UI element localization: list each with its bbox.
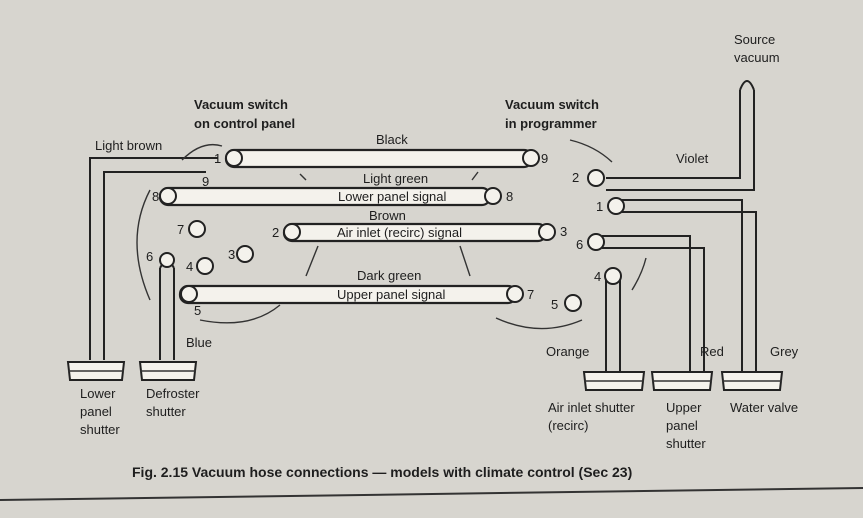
- port-right-2: [587, 169, 605, 187]
- source-vacuum-hose: [606, 80, 755, 191]
- label-air-inlet-shutter-1: Air inlet shutter: [548, 400, 635, 415]
- port-num-left-5: 5: [194, 303, 201, 318]
- label-switch-programmer-2: in programmer: [505, 116, 597, 131]
- port-num-right-4: 4: [594, 269, 601, 284]
- label-lower-panel-signal: Lower panel signal: [338, 189, 447, 204]
- port-right-4: [604, 267, 622, 285]
- port-num-left-1: 1: [214, 151, 221, 166]
- figure-caption: Fig. 2.15 Vacuum hose connections — mode…: [132, 464, 632, 480]
- label-upper-panel-shutter-2: panel: [666, 418, 698, 433]
- label-grey: Grey: [770, 344, 799, 359]
- port-numbers: 1 9 8 7 6 4 3 2 5 9 2 8 1 3 6 4 7 5: [146, 151, 603, 318]
- label-dark-green: Dark green: [357, 268, 421, 283]
- label-air-inlet-signal: Air inlet (recirc) signal: [337, 225, 462, 240]
- port-num-right-3: 3: [560, 224, 567, 239]
- label-water-valve: Water valve: [730, 400, 798, 415]
- port-num-left-6: 6: [146, 249, 153, 264]
- label-black: Black: [376, 132, 408, 147]
- port-num-left-9: 9: [202, 174, 209, 189]
- label-violet: Violet: [676, 151, 709, 166]
- label-switch-control-1: Vacuum switch: [194, 97, 288, 112]
- port-right-1: [607, 197, 625, 215]
- label-light-brown: Light brown: [95, 138, 162, 153]
- defroster-shutter-actuator: [138, 361, 198, 381]
- port-right-6: [587, 233, 605, 251]
- air-inlet-shutter-actuator: [582, 371, 646, 391]
- port-left-5: [180, 285, 198, 303]
- label-defroster-shutter-2: shutter: [146, 404, 186, 419]
- port-num-left-3: 3: [228, 247, 235, 262]
- port-left-4: [196, 257, 214, 275]
- caption-rule: [0, 487, 863, 501]
- port-num-left-4: 4: [186, 259, 193, 274]
- label-lower-panel-shutter-2: panel: [80, 404, 112, 419]
- label-orange: Orange: [546, 344, 589, 359]
- label-blue: Blue: [186, 335, 212, 350]
- port-num-right-7: 7: [527, 287, 534, 302]
- port-right-9: [522, 149, 540, 167]
- port-num-right-1: 1: [596, 199, 603, 214]
- port-left-1: [225, 149, 243, 167]
- upper-panel-shutter-actuator: [650, 371, 714, 391]
- port-num-left-8: 8: [152, 189, 159, 204]
- port-left-6: [159, 252, 175, 268]
- right-switch-ports: [484, 149, 625, 312]
- port-right-5: [564, 294, 582, 312]
- orange-hose: [605, 278, 621, 372]
- water-valve-actuator: [720, 371, 784, 391]
- port-right-7: [506, 285, 524, 303]
- label-upper-panel-shutter-1: Upper: [666, 400, 702, 415]
- label-switch-programmer-1: Vacuum switch: [505, 97, 599, 112]
- label-air-inlet-shutter-2: (recirc): [548, 418, 588, 433]
- label-defroster-shutter-1: Defroster: [146, 386, 200, 401]
- port-left-8: [159, 187, 177, 205]
- label-source-vacuum-2: vacuum: [734, 50, 780, 65]
- lower-panel-shutter-actuator: [66, 361, 126, 381]
- left-switch-ports: [159, 149, 301, 303]
- red-hose: [602, 235, 705, 372]
- port-num-right-2: 2: [572, 170, 579, 185]
- label-source-vacuum-1: Source: [734, 32, 775, 47]
- defroster-hose: [159, 260, 175, 360]
- label-red: Red: [700, 344, 724, 359]
- port-right-8: [484, 187, 502, 205]
- label-brown: Brown: [369, 208, 406, 223]
- black-hose: [224, 148, 534, 169]
- label-lower-panel-shutter-1: Lower: [80, 386, 116, 401]
- port-num-right-5: 5: [551, 297, 558, 312]
- port-num-left-7: 7: [177, 222, 184, 237]
- port-num-left-2: 2: [272, 225, 279, 240]
- label-lower-panel-shutter-3: shutter: [80, 422, 120, 437]
- light-brown-hose: [89, 157, 218, 360]
- label-upper-panel-shutter-3: shutter: [666, 436, 706, 451]
- switch-outline-arcs: [136, 139, 647, 330]
- port-left-3: [236, 245, 254, 263]
- port-left-7: [188, 220, 206, 238]
- label-light-green: Light green: [363, 171, 428, 186]
- port-left-2: [283, 223, 301, 241]
- port-num-right-6: 6: [576, 237, 583, 252]
- port-num-right-9: 9: [541, 151, 548, 166]
- port-num-right-8: 8: [506, 189, 513, 204]
- label-upper-panel-signal: Upper panel signal: [337, 287, 446, 302]
- grey-hose: [620, 199, 757, 372]
- port-right-3: [538, 223, 556, 241]
- label-switch-control-2: on control panel: [194, 116, 295, 131]
